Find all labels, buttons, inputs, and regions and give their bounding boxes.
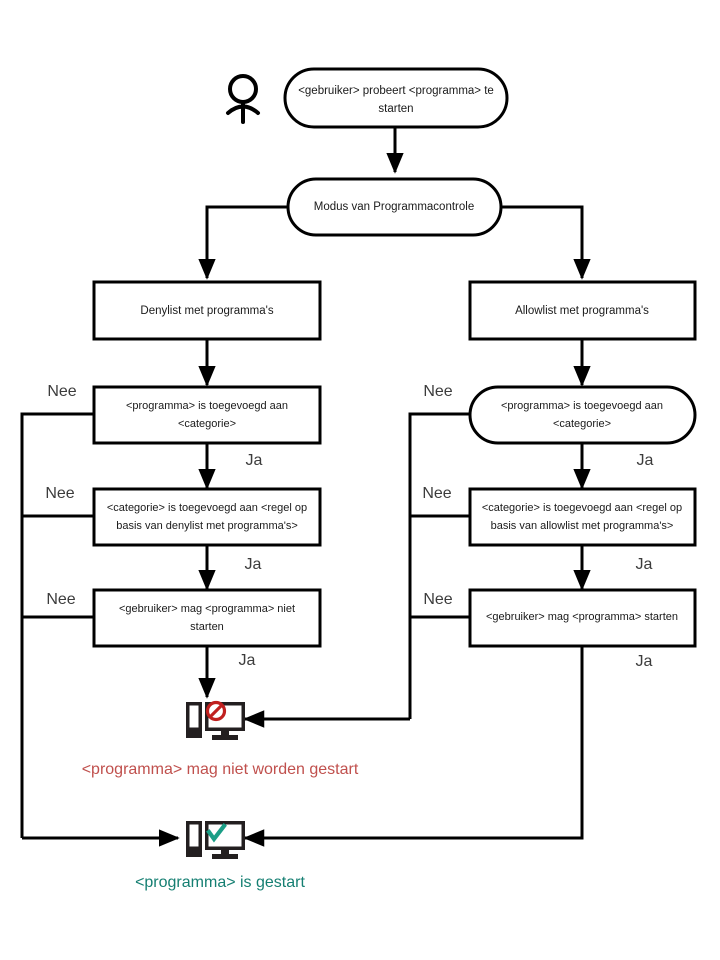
- node-denylist-mode[interactable]: Denylist met programma's: [92, 280, 322, 341]
- node-start-line1: <gebruiker> probeert <programma> te: [298, 85, 494, 97]
- edge-label-deny-2-yes: Ja: [245, 556, 262, 573]
- node-deny-category-line1: <categorie> is toegevoegd aan <regel op: [107, 502, 307, 514]
- node-allowlist-line1: Allowlist met programma's: [515, 305, 649, 317]
- node-allowlist-mode[interactable]: Allowlist met programma's: [468, 280, 697, 341]
- node-allow-category-line2: basis van allowlist met programma's>: [491, 520, 674, 532]
- node-allow-program-in-category[interactable]: <programma> is toegevoegd aan <categorie…: [468, 385, 697, 445]
- edge-label-deny-2-no: Nee: [45, 485, 74, 502]
- connector-right-no-1: [408, 412, 470, 719]
- monitor-denied-icon: [186, 700, 245, 740]
- node-allow-category-in-rule[interactable]: <categorie> is toegevoegd aan <regel op …: [468, 487, 697, 547]
- allowed-outcome-caption: <programma> is gestart: [135, 874, 305, 891]
- edge-label-deny-3-yes: Ja: [239, 652, 256, 669]
- edge-label-allow-1-yes: Ja: [637, 452, 654, 469]
- connector-mode-to-denylist: [198, 205, 288, 280]
- connector-right-q3-to-allowed: [243, 646, 584, 847]
- node-deny-program-in-category[interactable]: <programma> is toegevoegd aan <categorie…: [92, 385, 322, 445]
- edge-label-deny-3-no: Nee: [46, 591, 75, 608]
- node-deny-user-line1: <gebruiker> mag <programma> niet: [119, 603, 295, 615]
- node-programcontrol-mode[interactable]: Modus van Programmacontrole: [286, 177, 503, 237]
- node-deny-category-line2: basis van denylist met programma's>: [116, 520, 298, 532]
- connector-left-no-1: [20, 412, 94, 838]
- connector-mode-to-allowlist: [501, 205, 591, 280]
- node-allow-user-line1: <gebruiker> mag <programma> starten: [486, 611, 678, 623]
- node-start-line2: starten: [378, 103, 413, 115]
- edge-label-allow-2-yes: Ja: [636, 556, 653, 573]
- edge-label-deny-1-yes: Ja: [246, 452, 263, 469]
- node-deny-user-line2: starten: [190, 621, 224, 633]
- node-mode-line1: Modus van Programmacontrole: [314, 201, 474, 213]
- node-deny-user-permission[interactable]: <gebruiker> mag <programma> niet starten: [92, 588, 322, 648]
- edge-label-allow-1-no: Nee: [423, 383, 452, 400]
- edge-label-allow-3-no: Nee: [423, 591, 452, 608]
- monitor-allowed-icon: [186, 821, 245, 859]
- edge-label-deny-1-no: Nee: [47, 383, 76, 400]
- node-denylist-line1: Denylist met programma's: [140, 305, 273, 317]
- edge-label-allow-3-yes: Ja: [636, 653, 653, 670]
- denied-outcome-caption: <programma> mag niet worden gestart: [82, 761, 359, 778]
- node-deny-program-line2: <categorie>: [178, 418, 236, 430]
- node-allow-user-permission[interactable]: <gebruiker> mag <programma> starten: [468, 588, 697, 648]
- node-allow-category-line1: <categorie> is toegevoegd aan <regel op: [482, 502, 682, 514]
- node-allow-program-line1: <programma> is toegevoegd aan: [501, 400, 663, 412]
- node-allow-program-line2: <categorie>: [553, 418, 611, 430]
- node-start[interactable]: <gebruiker> probeert <programma> te star…: [283, 67, 509, 129]
- node-deny-program-line1: <programma> is toegevoegd aan: [126, 400, 288, 412]
- gebruiker-actor-icon: [226, 74, 260, 124]
- edge-label-allow-2-no: Nee: [422, 485, 451, 502]
- node-deny-category-in-rule[interactable]: <categorie> is toegevoegd aan <regel op …: [92, 487, 322, 547]
